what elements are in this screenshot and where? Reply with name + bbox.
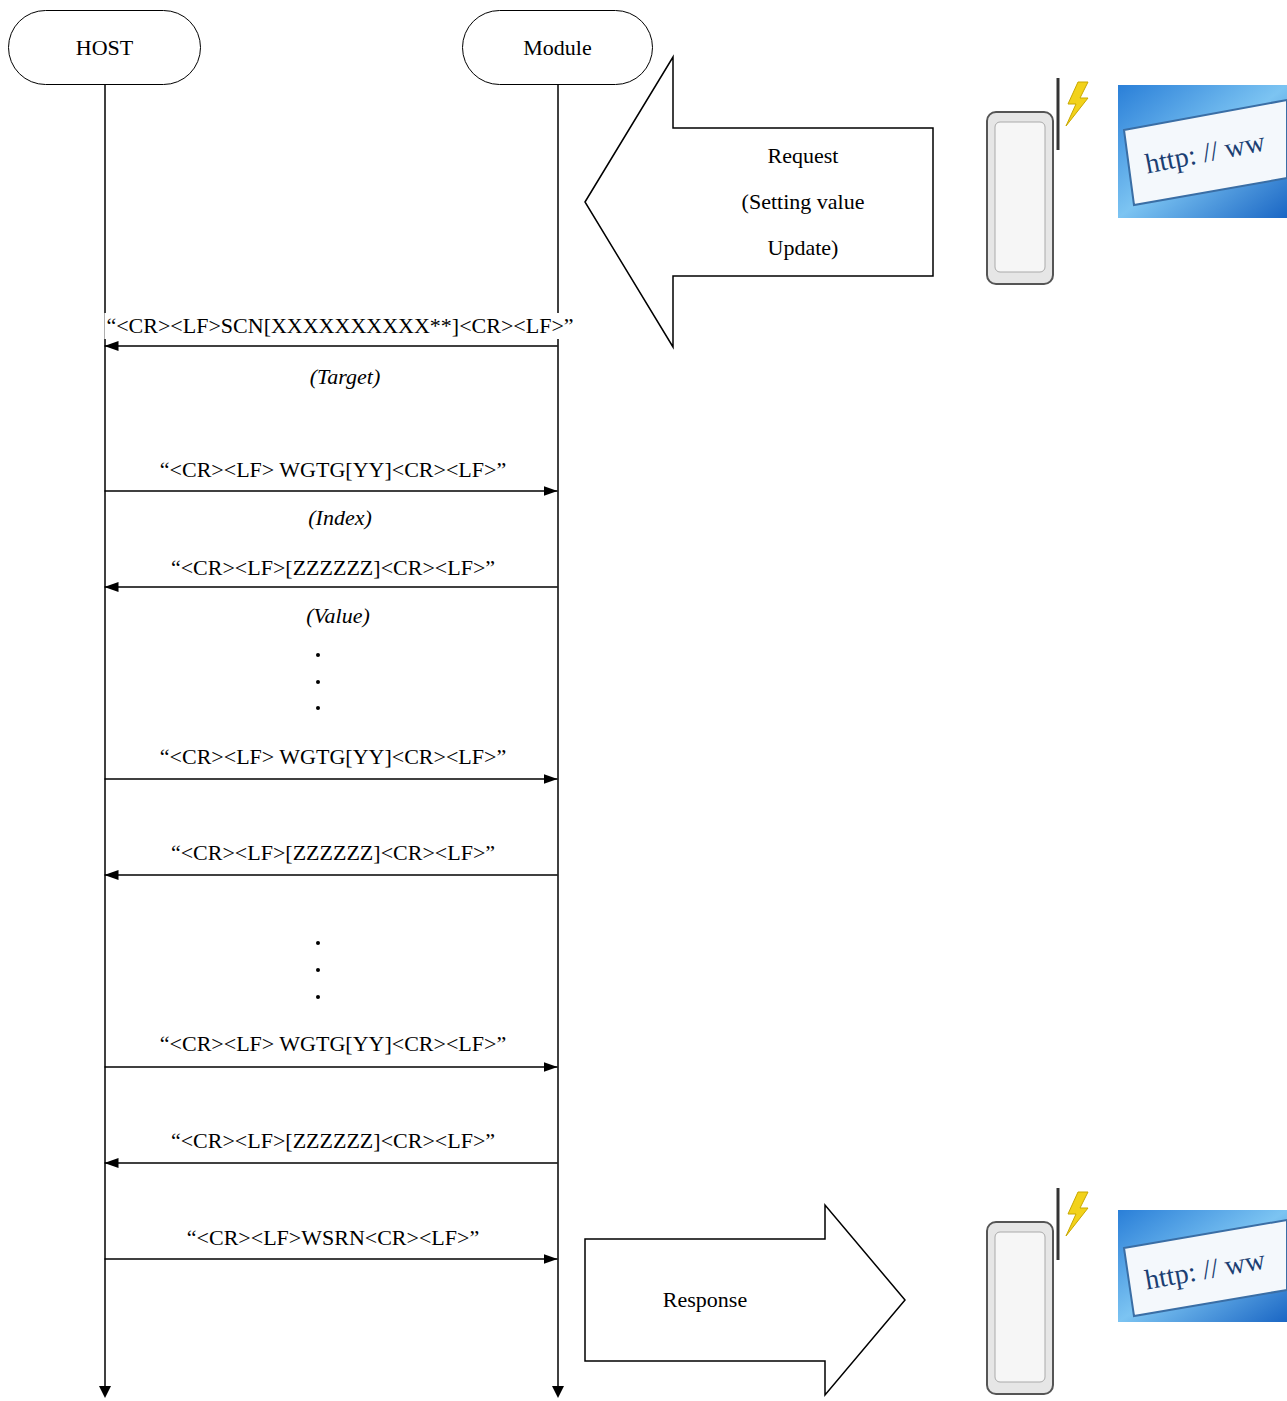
message-note: (Value) [306,603,370,629]
lifeline [104,85,106,1388]
block-arrow-text-area: Request (Setting value Update) [673,128,933,276]
ellipsis [316,653,320,999]
message-label: “<CR><LF>[ZZZZZZ]<CR><LF>” [169,840,497,866]
block-arrow-text-area: Response [585,1239,825,1361]
message-arrow [105,1162,558,1164]
block-arrow-outline [585,1205,905,1395]
block-arrow: Response [585,1205,905,1395]
lifeline-end [552,1386,564,1398]
message-arrow [105,874,558,876]
message-label: “<CR><LF> WGTG[YY]<CR><LF>” [158,744,508,770]
message-label: “<CR><LF>WSRN<CR><LF>” [185,1225,481,1251]
lifeline-box: HOST [8,10,201,85]
block-arrow-shape [585,57,933,347]
message-label: “<CR><LF> WGTG[YY]<CR><LF>” [158,1031,508,1057]
block-arrow-outline [585,57,933,347]
message-note: (Index) [308,505,372,531]
router-icon [987,1188,1088,1394]
message-arrow [105,586,558,588]
address-text: http: // ww [1143,129,1267,178]
message-arrow [105,1258,558,1260]
router-icon [987,78,1088,284]
message-arrow [105,778,558,780]
lifeline-end [99,1386,111,1398]
message-label: “<CR><LF>[ZZZZZZ]<CR><LF>” [169,1128,497,1154]
lifeline-name: HOST [76,35,133,61]
message-note: (Target) [310,364,381,390]
message-label: “<CR><LF> WGTG[YY]<CR><LF>” [158,457,508,483]
block-arrow-label: Response [590,1285,820,1315]
message-label: “<CR><LF>[ZZZZZZ]<CR><LF>” [169,555,497,581]
message-arrow [105,1066,558,1068]
block-arrow-label: Request (Setting value Update) [731,133,876,271]
address-text: http: // ww [1143,1247,1267,1294]
lifeline-name: Module [523,35,591,61]
message-arrow [105,345,558,347]
message-label: “<CR><LF>SCN[XXXXXXXXXX**]<CR><LF>” [104,313,575,339]
lifeline [557,85,559,1388]
browser-picture [1118,1210,1287,1322]
lifeline-box: Module [462,10,653,85]
message-arrow [105,490,558,492]
block-arrow-shape [585,1205,905,1395]
browser-picture [1118,85,1287,218]
block-arrow: Request (Setting value Update) [585,57,933,347]
